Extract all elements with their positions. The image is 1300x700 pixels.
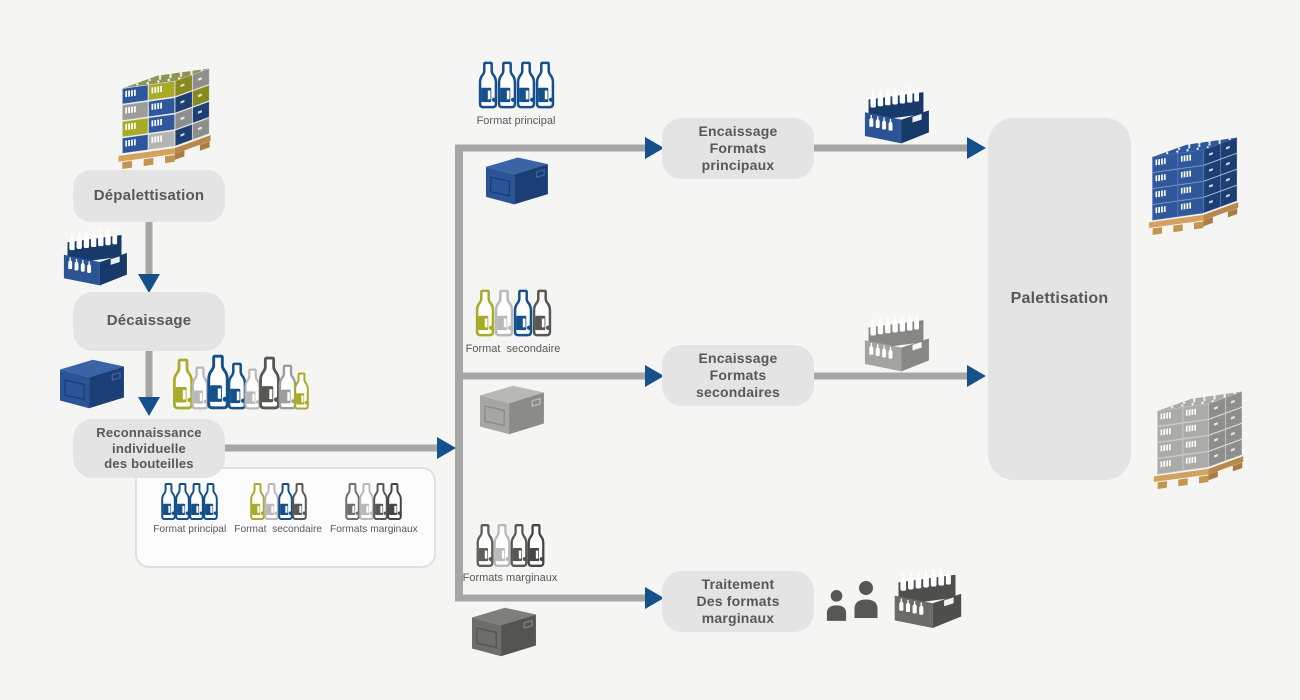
workers-icon xyxy=(824,568,882,632)
node-encaissage-secondaires: Encaissage Formats secondaires xyxy=(662,345,814,406)
format-legend: Format principal Format secondaire Forma… xyxy=(135,467,436,568)
bottle-crate-blue-icon xyxy=(56,226,133,289)
legend-format-secondaire: Format secondaire xyxy=(234,481,322,535)
blue-bottles-icon xyxy=(476,58,557,112)
branch-label-principal: Format principal xyxy=(476,115,556,127)
branch-bottles-marginaux: Formats marginaux xyxy=(458,522,562,584)
bottle-crate-gray-icon xyxy=(857,311,935,375)
legend-label: Format principal xyxy=(153,524,227,535)
bottle-crate-blue-out-icon xyxy=(857,83,935,147)
branch-bottles-principal: Format principal xyxy=(466,58,566,127)
legend-label: Format secondaire xyxy=(234,524,323,535)
arrowhead-branch-1 xyxy=(645,137,664,159)
bottle-crate-dark-icon xyxy=(889,565,965,632)
closed-box-blue-icon xyxy=(52,352,130,414)
node-depalettisation: Dépalettisation xyxy=(73,170,225,222)
node-traitement-marginaux: Traitement Des formats marginaux xyxy=(662,571,814,632)
arrowhead-to-trunk xyxy=(437,437,456,459)
arrowhead-branch-3 xyxy=(645,587,664,609)
arrowhead-pal-2 xyxy=(967,365,986,387)
legend-label: Formats marginaux xyxy=(330,524,418,535)
closed-box-blue-branch-icon xyxy=(478,150,554,210)
branch-label-secondaire: Format secondaire xyxy=(465,343,561,355)
arrowhead-branch-2 xyxy=(645,365,664,387)
node-decaissage: Décaissage xyxy=(73,292,225,351)
arrowhead-down-2 xyxy=(138,397,160,416)
arrowhead-pal-1 xyxy=(967,137,986,159)
closed-box-gray-icon xyxy=(472,378,550,440)
mixed-bottles-icon xyxy=(473,286,554,340)
pallet-gray-icon xyxy=(1146,364,1252,490)
node-reconnaissance: Reconnaissance individuelle des bouteill… xyxy=(73,419,225,478)
node-palettisation: Palettisation xyxy=(988,118,1131,480)
arrowhead-down-1 xyxy=(138,274,160,293)
legend-format-principal: Format principal xyxy=(153,481,226,535)
assorted-bottles-icon xyxy=(170,352,311,412)
mixed-pallet-icon xyxy=(94,40,236,170)
pallet-blue-icon xyxy=(1142,110,1246,236)
closed-box-dark-icon xyxy=(464,600,542,662)
branch-bottles-secondaire: Format secondaire xyxy=(460,286,566,355)
branch-label-marginaux: Formats marginaux xyxy=(462,572,558,584)
gray-bottles-icon xyxy=(474,522,547,569)
legend-formats-marginaux: Formats marginaux xyxy=(330,481,418,535)
node-encaissage-principaux: Encaissage Formats principaux xyxy=(662,118,814,179)
